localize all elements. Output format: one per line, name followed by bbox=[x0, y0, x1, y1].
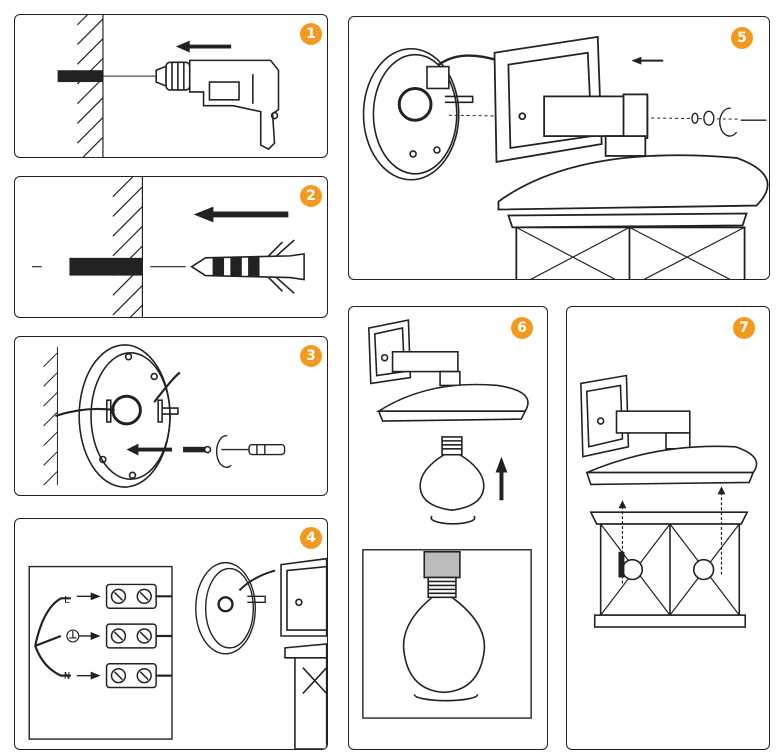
arrow-left-icon bbox=[193, 206, 289, 223]
rotate-arrow-icon bbox=[719, 107, 738, 137]
earth-icon bbox=[66, 629, 80, 643]
lantern-roof-icon bbox=[497, 154, 769, 279]
mounting-plate-icon bbox=[362, 47, 499, 181]
lamp-bracket-icon bbox=[280, 557, 327, 749]
lantern-roof-icon bbox=[375, 383, 529, 422]
bulb-icon bbox=[402, 550, 486, 702]
wall-plug-illustration bbox=[31, 177, 305, 317]
lamp-bracket-icon bbox=[367, 319, 461, 387]
step-2-panel: 2 bbox=[14, 176, 328, 318]
mounting-plate-illustration bbox=[43, 344, 286, 488]
arrow-up-icon bbox=[495, 456, 508, 501]
step-6-panel: 6 bbox=[348, 306, 548, 750]
step-number-badge: 1 bbox=[300, 23, 322, 45]
rotate-arrow-icon bbox=[215, 435, 232, 468]
mounting-plate-icon bbox=[55, 344, 181, 488]
step-number-badge: 2 bbox=[300, 185, 322, 207]
step-number-badge: 3 bbox=[300, 345, 322, 367]
wiring-illustration bbox=[28, 557, 327, 749]
step-number-badge: 7 bbox=[733, 317, 755, 339]
drill-hole-illustration bbox=[57, 15, 280, 157]
wall-plug-icon bbox=[190, 239, 305, 294]
step-number-badge: 5 bbox=[731, 27, 753, 49]
lantern-roof-icon bbox=[585, 445, 758, 486]
lantern-glass-illustration bbox=[580, 374, 758, 628]
step-1-panel: 1 bbox=[14, 14, 328, 158]
nut-icon bbox=[691, 110, 715, 126]
terminal-label-l: L bbox=[64, 595, 71, 606]
step-5-panel: 5 bbox=[348, 16, 770, 280]
bulb-icon bbox=[419, 436, 485, 525]
arrow-up-icon bbox=[717, 486, 726, 495]
terminal-block bbox=[105, 583, 157, 689]
step-number-badge: 4 bbox=[300, 527, 322, 549]
step-7-panel: 7 bbox=[566, 306, 770, 750]
arrow-left-icon bbox=[175, 40, 232, 53]
bulb-install-illustration bbox=[362, 319, 532, 719]
arrow-up-icon bbox=[618, 500, 627, 509]
lamp-bracket-icon bbox=[580, 374, 691, 458]
drill-icon bbox=[155, 59, 280, 151]
step-4-panel: L N 4 bbox=[14, 518, 328, 750]
step-3-panel: 3 bbox=[14, 336, 328, 496]
screwdriver-icon bbox=[221, 443, 286, 456]
arrow-left-icon bbox=[126, 443, 172, 456]
terminal-label-n: N bbox=[64, 671, 71, 682]
mounting-plate-icon bbox=[195, 561, 276, 655]
step-number-badge: 6 bbox=[511, 317, 533, 339]
arrow-left-icon bbox=[631, 56, 664, 65]
bracket-attach-illustration bbox=[362, 35, 769, 279]
lamp-bracket-icon bbox=[493, 35, 649, 163]
screw-icon bbox=[183, 445, 212, 454]
lantern-glass-icon bbox=[589, 511, 749, 628]
